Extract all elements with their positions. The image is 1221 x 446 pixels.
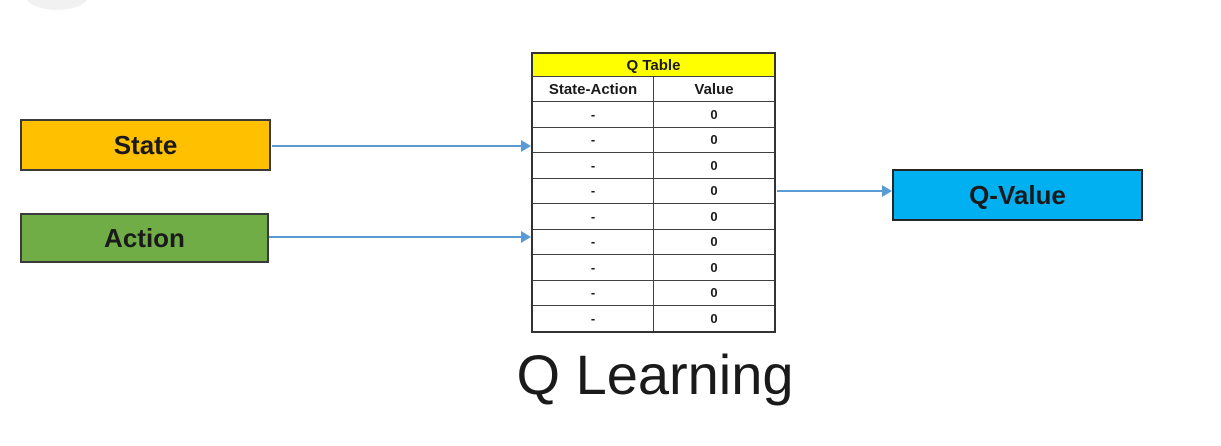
state-action-cell: -: [531, 177, 654, 204]
table-row: - 0: [531, 177, 776, 204]
value-cell: 0: [653, 177, 776, 204]
state-action-cell: -: [531, 254, 654, 281]
qvalue-box: Q-Value: [892, 169, 1143, 221]
cropped-circle-artifact: [25, 0, 89, 10]
state-action-cell: -: [531, 152, 654, 179]
value-cell: 0: [653, 126, 776, 153]
table-row: - 0: [531, 152, 776, 179]
action-label: Action: [104, 222, 185, 253]
table-row: - 0: [531, 126, 776, 153]
page-title: Q Learning: [516, 343, 794, 406]
state-action-cell: -: [531, 305, 654, 332]
state-action-cell: -: [531, 279, 654, 306]
q-table-header: Q Table: [531, 52, 776, 77]
action-to-qtable-arrow: [269, 236, 522, 238]
table-row: - 0: [531, 203, 776, 230]
value-cell: 0: [653, 305, 776, 332]
state-action-cell: -: [531, 126, 654, 153]
q-table-column-header-row: State-Action Value: [531, 76, 776, 102]
table-row: - 0: [531, 228, 776, 255]
value-cell: 0: [653, 228, 776, 255]
state-action-cell: -: [531, 228, 654, 255]
action-box: Action: [20, 213, 269, 263]
table-row: - 0: [531, 279, 776, 306]
q-table-title-row: Q Table: [531, 52, 776, 77]
value-cell: 0: [653, 254, 776, 281]
column-header-value: Value: [653, 76, 776, 102]
state-to-qtable-arrow: [272, 145, 522, 147]
state-box: State: [20, 119, 271, 171]
column-header-state-action: State-Action: [531, 76, 654, 102]
table-row: - 0: [531, 101, 776, 128]
value-cell: 0: [653, 203, 776, 230]
qtable-to-qvalue-arrow: [777, 190, 883, 192]
state-label: State: [113, 129, 178, 160]
qvalue-arrowhead: [882, 185, 892, 197]
qvalue-label: Q-Value: [969, 179, 1066, 210]
state-arrowhead: [521, 140, 531, 152]
state-action-cell: -: [531, 101, 654, 128]
action-arrowhead: [521, 231, 531, 243]
q-table: Q Table State-Action Value - 0 - 0 - 0: [531, 52, 776, 333]
value-cell: 0: [653, 279, 776, 306]
table-row: - 0: [531, 254, 776, 281]
value-cell: 0: [653, 152, 776, 179]
value-cell: 0: [653, 101, 776, 128]
state-action-cell: -: [531, 203, 654, 230]
table-row: - 0: [531, 305, 776, 332]
